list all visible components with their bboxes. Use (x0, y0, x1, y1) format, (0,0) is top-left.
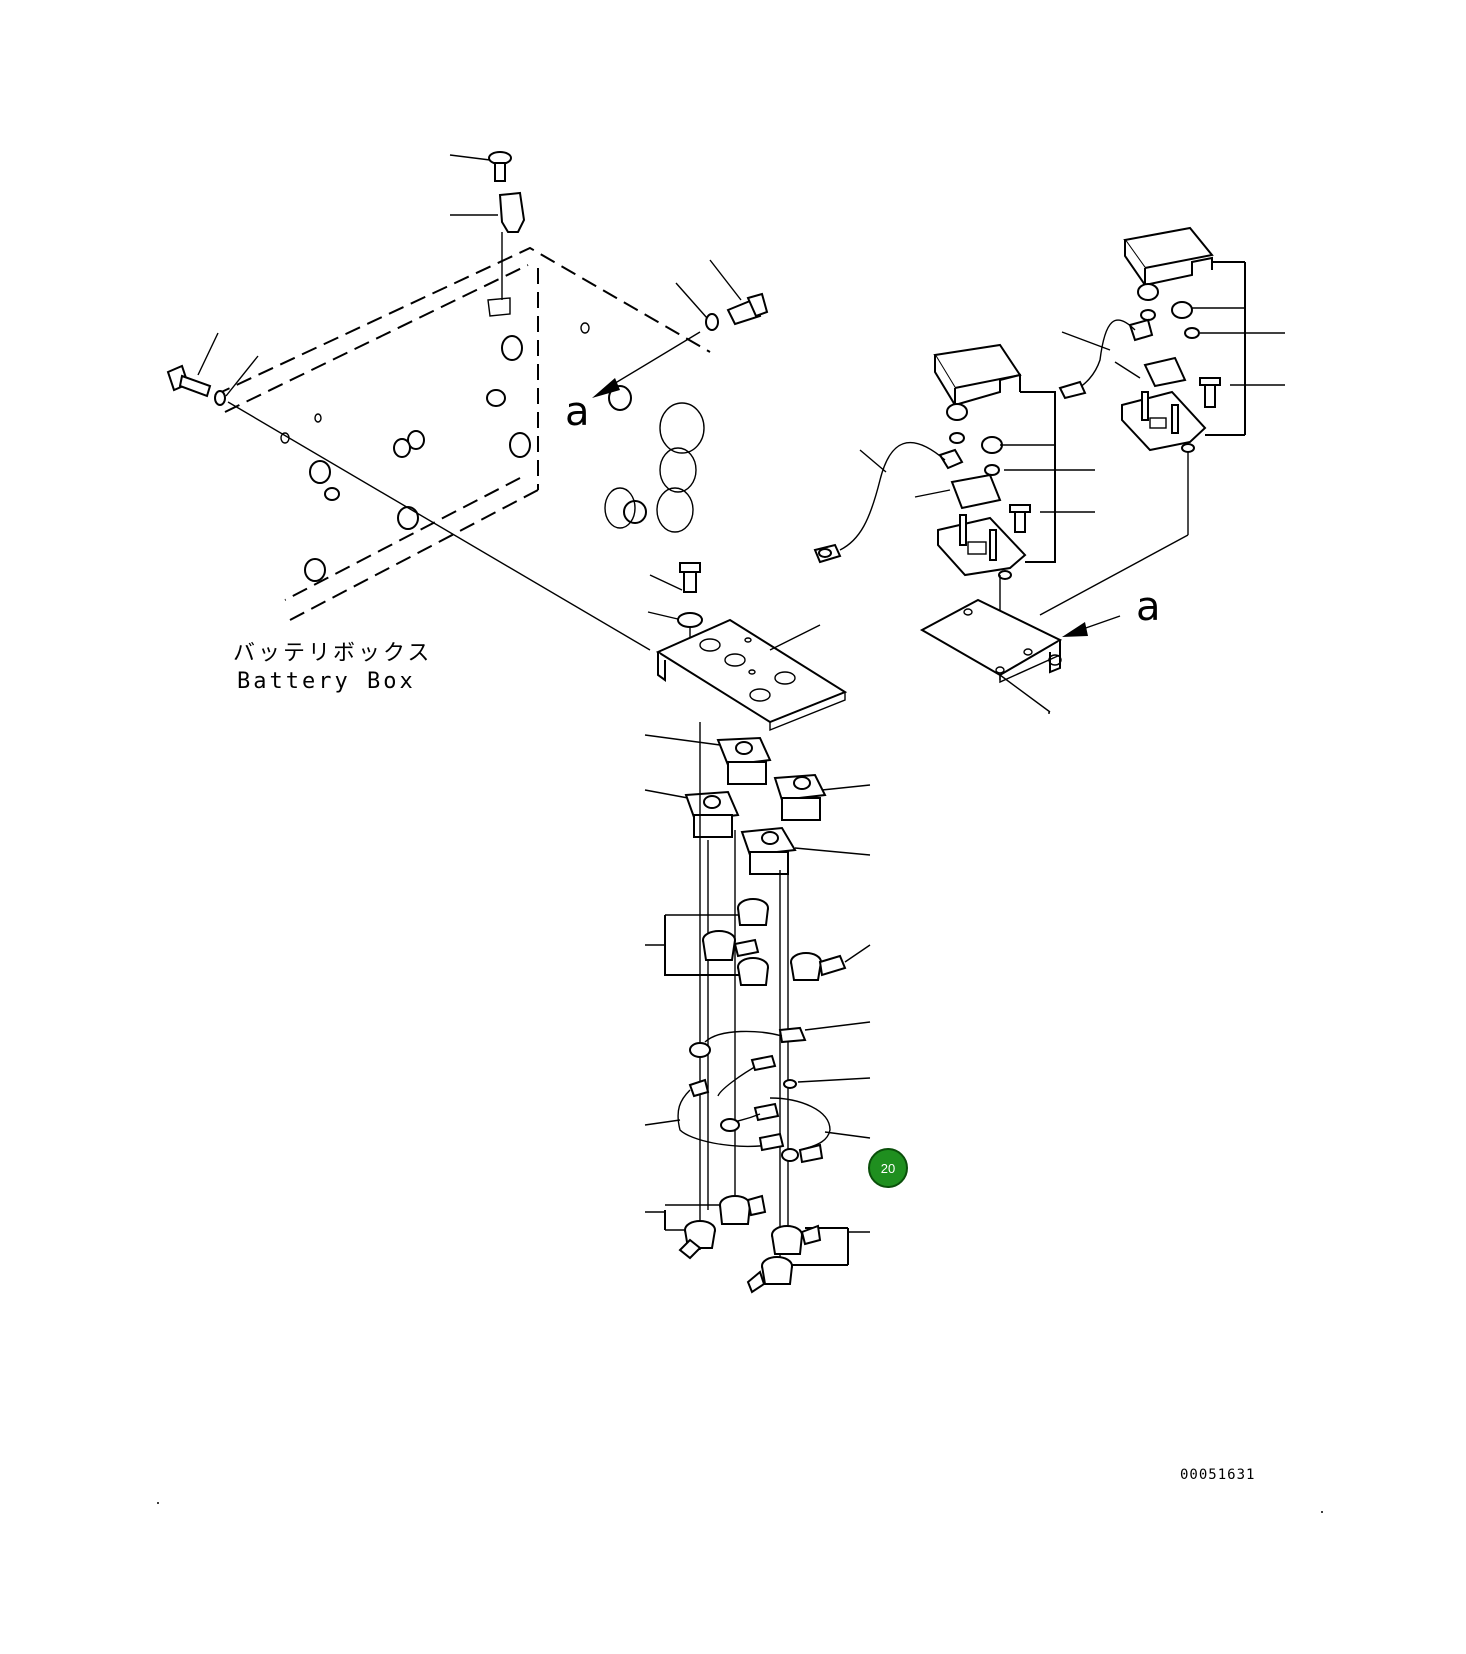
mounting-plate (655, 618, 848, 732)
battery-box-label-en: Battery Box (237, 669, 416, 694)
speck (157, 1502, 159, 1504)
right-bracket: a (919, 584, 1161, 714)
page-badge[interactable]: 20 (868, 1148, 908, 1188)
view-marker-right: a (1136, 584, 1161, 630)
guide-lines (699, 722, 789, 1275)
center-bolt (647, 562, 703, 655)
top-bolt-assembly (449, 151, 526, 317)
fuse-assembly-top (1039, 226, 1285, 616)
battery-box (214, 246, 711, 621)
left-bolt-assembly (166, 332, 651, 651)
relay-group (644, 734, 871, 875)
battery-box-label-jp: バッテリボックス (233, 641, 432, 666)
terminal-caps-lower (645, 1194, 870, 1294)
view-marker-left: a (565, 389, 590, 435)
fuse-assembly-middle (813, 343, 1095, 680)
wiring-harness (644, 1021, 871, 1164)
document-number: 00051631 (1180, 1467, 1255, 1483)
page-badge-number: 20 (881, 1161, 895, 1176)
terminal-caps-upper (645, 898, 871, 986)
speck (1321, 1511, 1323, 1513)
right-bolt-assembly: a (565, 259, 769, 435)
battery-box-label: バッテリボックス Battery Box (233, 641, 432, 694)
